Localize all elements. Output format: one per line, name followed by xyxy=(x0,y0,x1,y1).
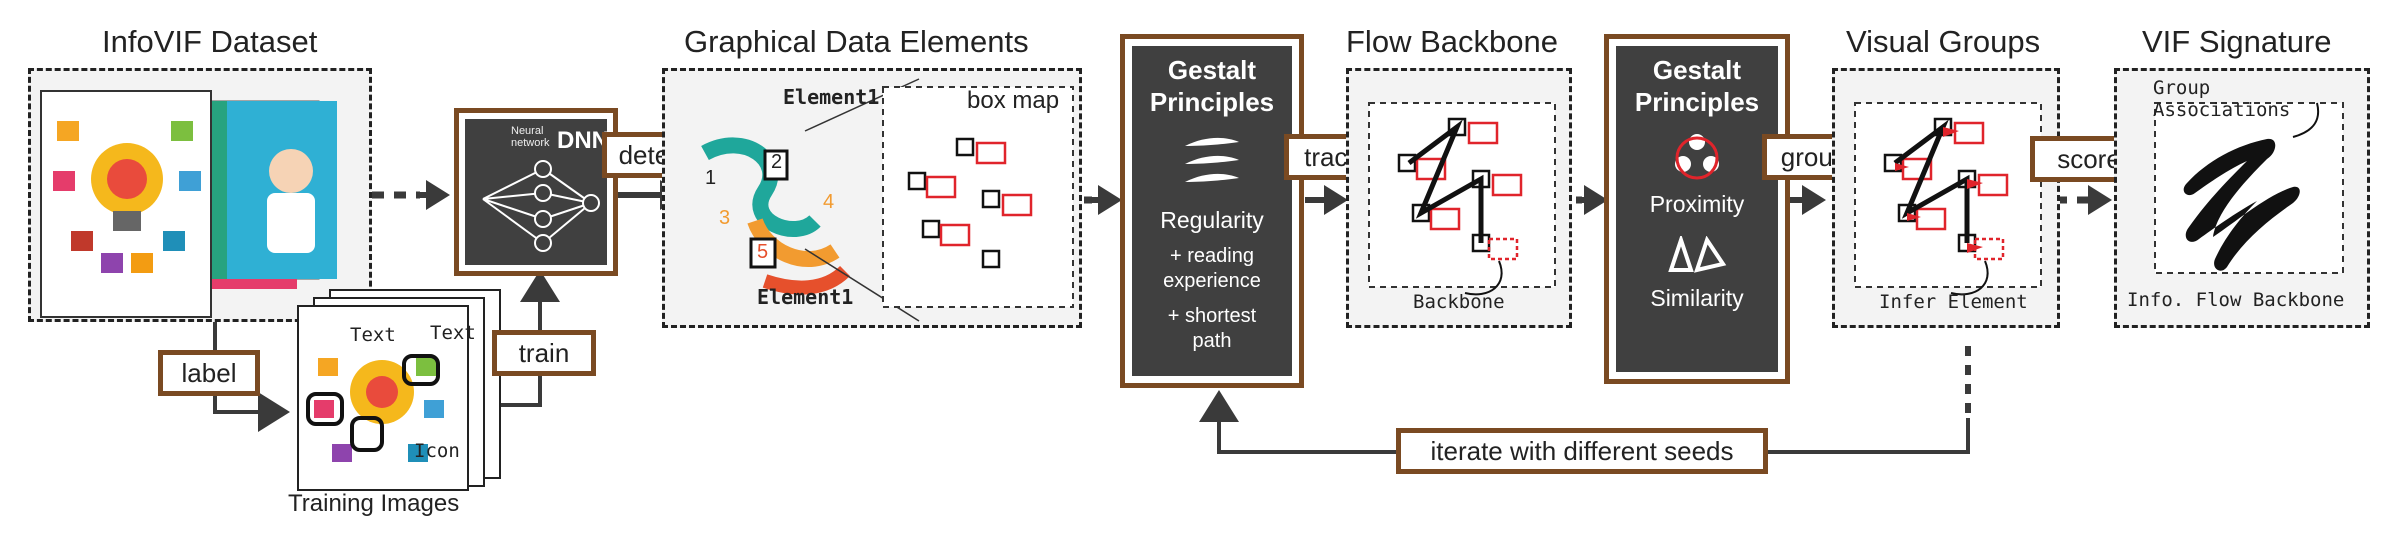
network-caption: Neural network xyxy=(511,125,550,149)
training-annotation-text-2: Text xyxy=(430,322,476,344)
gestalt-regularity-box: Gestalt Principles Regularity + reading … xyxy=(1120,34,1304,388)
training-image-stack xyxy=(297,289,501,491)
elements-panel: 1 2 3 4 5 Element1 Element1 box map xyxy=(662,68,1082,328)
infographic-number-5: 5 xyxy=(757,241,769,263)
gestalt-proximity-box: Gestalt Principles Proximity Similarity xyxy=(1604,34,1790,384)
infographic-number-4: 4 xyxy=(823,191,835,213)
backbone-graphic xyxy=(1368,102,1556,296)
element-label-bottom: Element1 xyxy=(757,285,854,309)
similarity-icon xyxy=(1668,236,1727,273)
training-caption: Training Images xyxy=(288,490,460,517)
signature-bottom-label: Info. Flow Backbone xyxy=(2127,289,2345,311)
signature-top-label: Group Associations xyxy=(2153,77,2291,121)
regularity-icon xyxy=(1185,137,1239,182)
train-action: train xyxy=(492,330,596,376)
proximity-label: Proximity xyxy=(1649,191,1745,217)
training-images: Text Text Icon xyxy=(296,282,506,492)
groups-caption: Infer Element xyxy=(1879,291,2028,313)
proximity-icon xyxy=(1675,134,1719,180)
signature-graphic xyxy=(2154,102,2344,274)
groups-panel: Infer Element xyxy=(1832,68,2060,328)
box-map-label: box map xyxy=(967,87,1060,114)
signature-panel: Group Associations Info. Flow Backbone xyxy=(2114,68,2370,328)
backbone-panel: Backbone xyxy=(1346,68,1572,328)
regularity-label: Regularity xyxy=(1160,207,1264,233)
training-annotation-text-1: Text xyxy=(350,324,396,346)
iterate-action: iterate with different seeds xyxy=(1396,428,1768,474)
infographic-thumbnails xyxy=(40,90,337,318)
infographic-number-2: 2 xyxy=(771,151,783,173)
infographic-number-1: 1 xyxy=(705,167,717,189)
training-annotation-icon: Icon xyxy=(414,440,460,462)
dnn-label: DNN xyxy=(557,127,609,154)
groups-graphic xyxy=(1854,102,2042,296)
backbone-caption: Backbone xyxy=(1413,291,1505,313)
elements-title: Graphical Data Elements xyxy=(684,24,1029,59)
signature-title: VIF Signature xyxy=(2142,24,2332,59)
groups-title: Visual Groups xyxy=(1846,24,2041,59)
infographic-detection xyxy=(701,78,1074,322)
shortest-path-bullet: + shortest path xyxy=(1167,305,1257,352)
element-label-top: Element1 xyxy=(783,85,880,109)
dataset-title: InfoVIF Dataset xyxy=(102,24,318,59)
dnn-box: Neural network DNN xyxy=(454,108,618,276)
dataset-panel xyxy=(28,68,372,322)
similarity-label: Similarity xyxy=(1650,285,1744,311)
arrow-train-path xyxy=(490,270,560,407)
gestalt-heading-2: Gestalt Principles xyxy=(1634,55,1760,117)
neural-network-icon xyxy=(482,160,600,252)
backbone-title: Flow Backbone xyxy=(1346,24,1558,59)
gestalt-heading-1: Gestalt Principles xyxy=(1149,55,1275,117)
doctor-icon xyxy=(269,149,313,193)
reading-experience-bullet: + reading experience xyxy=(1163,245,1261,292)
infographic-number-3: 3 xyxy=(719,207,731,229)
label-action: label xyxy=(158,350,260,396)
